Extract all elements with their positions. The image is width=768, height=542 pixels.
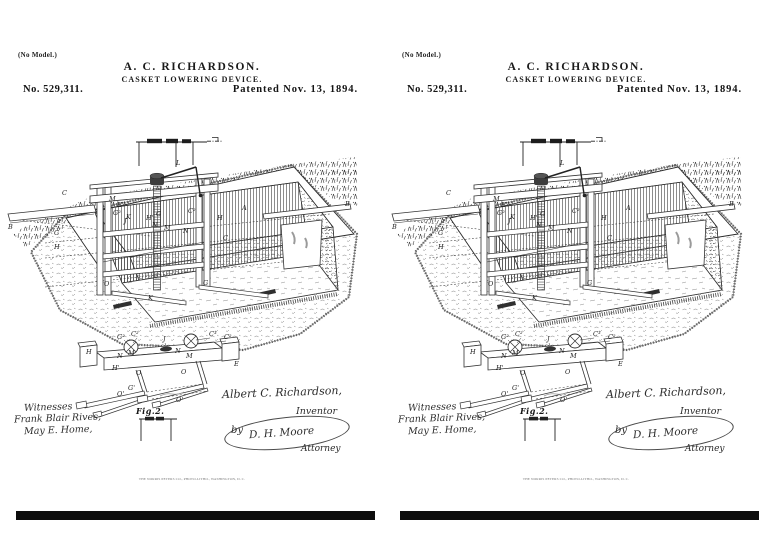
patent-number: No. 529,311. — [407, 84, 468, 95]
patent-number: No. 529,311. — [23, 84, 84, 95]
attorney-by-label: by — [231, 425, 244, 436]
no-model-note: (No Model.) — [402, 51, 442, 59]
patent-page-left: (No Model.) A. C. RICHARDSON. CASKET LOW… — [0, 0, 384, 542]
patent-date: Patented Nov. 13, 1894. — [616, 84, 742, 95]
inventor-name-header: A. C. RICHARDSON. — [507, 61, 645, 73]
patent-title: CASKET LOWERING DEVICE. — [505, 75, 647, 84]
attorney-label: Attorney — [685, 444, 725, 454]
patent-drawing-figure — [0, 0, 384, 542]
inventor-label: Inventor — [296, 406, 338, 417]
patent-drawing-figure — [384, 0, 768, 542]
patent-title: CASKET LOWERING DEVICE. — [121, 75, 263, 84]
scan-artifact-bar — [400, 511, 759, 520]
printer-imprint: THE NORRIS PETERS CO., PHOTO-LITHO., WAS… — [138, 477, 246, 481]
inventor-label: Inventor — [680, 406, 722, 417]
patent-date: Patented Nov. 13, 1894. — [232, 84, 358, 95]
no-model-note: (No Model.) — [18, 51, 58, 59]
patent-page-right: (No Model.) A. C. RICHARDSON. CASKET LOW… — [384, 0, 768, 542]
printer-imprint: THE NORRIS PETERS CO., PHOTO-LITHO., WAS… — [522, 477, 630, 481]
attorney-by-label: by — [615, 425, 628, 436]
scan-artifact-bar — [16, 511, 375, 520]
inventor-name-header: A. C. RICHARDSON. — [123, 61, 261, 73]
attorney-label: Attorney — [301, 444, 341, 454]
